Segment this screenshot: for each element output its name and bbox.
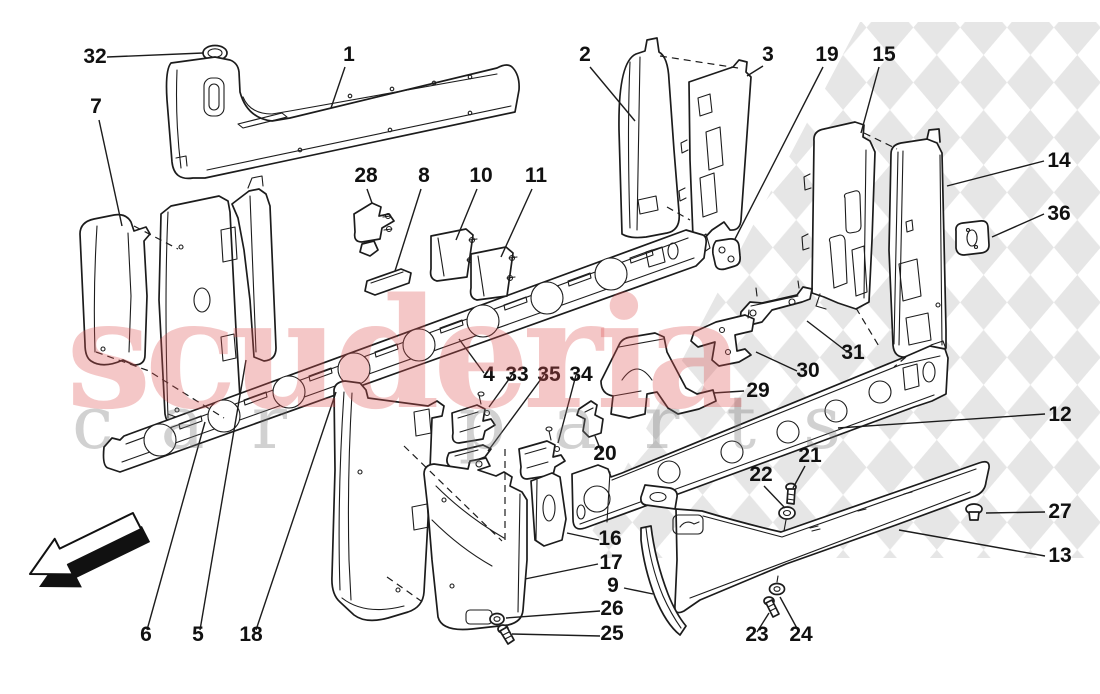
callout-19[interactable]: 19 [815, 43, 838, 66]
callout-26[interactable]: 26 [600, 597, 623, 620]
callout-9[interactable]: 9 [607, 574, 619, 597]
part-22-washer [778, 506, 796, 532]
part-34-hinge-bracket [518, 426, 566, 480]
callout-32[interactable]: 32 [83, 45, 106, 68]
part-17-lower-quarter-panel [423, 457, 528, 631]
part-25-screw [497, 624, 515, 645]
callout-17[interactable]: 17 [599, 551, 622, 574]
callout-11[interactable]: 11 [525, 164, 548, 187]
callout-18[interactable]: 18 [239, 623, 263, 646]
callout-23[interactable]: 23 [745, 623, 768, 646]
part-10-gusset [429, 228, 478, 282]
part-3-pillar-reinforcement [678, 59, 752, 253]
callout-29[interactable]: 29 [746, 379, 769, 402]
callout-30[interactable]: 30 [796, 359, 819, 382]
callout-21[interactable]: 21 [798, 444, 822, 467]
part-28-bracket [353, 202, 395, 257]
callout-34[interactable]: 34 [569, 363, 593, 386]
callout-7[interactable]: 7 [90, 95, 102, 118]
callout-10[interactable]: 10 [469, 164, 492, 187]
part-27-grommet [965, 503, 983, 521]
direction-arrow-icon [29, 512, 151, 588]
part-20-clip [576, 400, 604, 438]
callout-5[interactable]: 5 [192, 623, 204, 646]
part-6-pillar-panel [158, 195, 241, 431]
callout-3[interactable]: 3 [762, 43, 774, 66]
callout-20[interactable]: 20 [593, 442, 616, 465]
part-4-sill-rail [102, 229, 708, 473]
part-26-washer [489, 612, 505, 626]
callout-6[interactable]: 6 [140, 623, 152, 646]
leader-lines [98, 52, 1046, 637]
part-13-outer-sill-molding [640, 460, 990, 614]
callout-16[interactable]: 16 [598, 527, 621, 550]
callout-35[interactable]: 35 [537, 363, 561, 386]
part-9-end-strip [640, 525, 687, 636]
part-36-grommet [955, 220, 990, 256]
part-23-screw [763, 596, 780, 618]
part-14-pillar-outer-panel [888, 128, 947, 358]
callout-2[interactable]: 2 [579, 43, 591, 66]
part-8-flat-bracket [364, 268, 412, 296]
part-16-gusset-plate [530, 472, 567, 547]
callout-14[interactable]: 14 [1047, 149, 1071, 172]
callout-25[interactable]: 25 [600, 622, 624, 645]
part-24-washer [768, 575, 786, 596]
part-11-gusset [469, 246, 518, 301]
part-7-front-panel [79, 213, 151, 366]
part-29-cowl-bracket [600, 332, 717, 419]
part-30-bracket [690, 309, 755, 367]
sill-latch-icon [672, 514, 704, 535]
part-32-grommet [202, 44, 228, 62]
part-19-mounting-plate [711, 238, 741, 271]
callout-4[interactable]: 4 [483, 363, 495, 386]
callout-13[interactable]: 13 [1048, 544, 1071, 567]
part-2-pillar-inner [618, 37, 681, 239]
callout-12[interactable]: 12 [1048, 403, 1071, 426]
alignment-dashes [95, 55, 907, 604]
callout-8[interactable]: 8 [418, 164, 430, 187]
callout-24[interactable]: 24 [789, 623, 813, 646]
part-5-pillar-channel [231, 175, 277, 362]
part-1-inner-sill-panel [165, 56, 520, 180]
callout-15[interactable]: 15 [872, 43, 896, 66]
callout-28[interactable]: 28 [354, 164, 378, 187]
callout-1[interactable]: 1 [343, 43, 355, 66]
part-21-screw [785, 482, 797, 505]
part-12-sill-rail [571, 340, 949, 530]
part-33-hinge-bracket [451, 391, 496, 444]
callout-27[interactable]: 27 [1048, 500, 1071, 523]
part-18-lower-pillar-panel [331, 380, 445, 622]
callout-33[interactable]: 33 [505, 363, 528, 386]
callout-31[interactable]: 31 [841, 341, 865, 364]
callout-22[interactable]: 22 [749, 463, 772, 486]
callout-36[interactable]: 36 [1047, 202, 1070, 225]
part-15-pillar-shell [801, 121, 876, 310]
